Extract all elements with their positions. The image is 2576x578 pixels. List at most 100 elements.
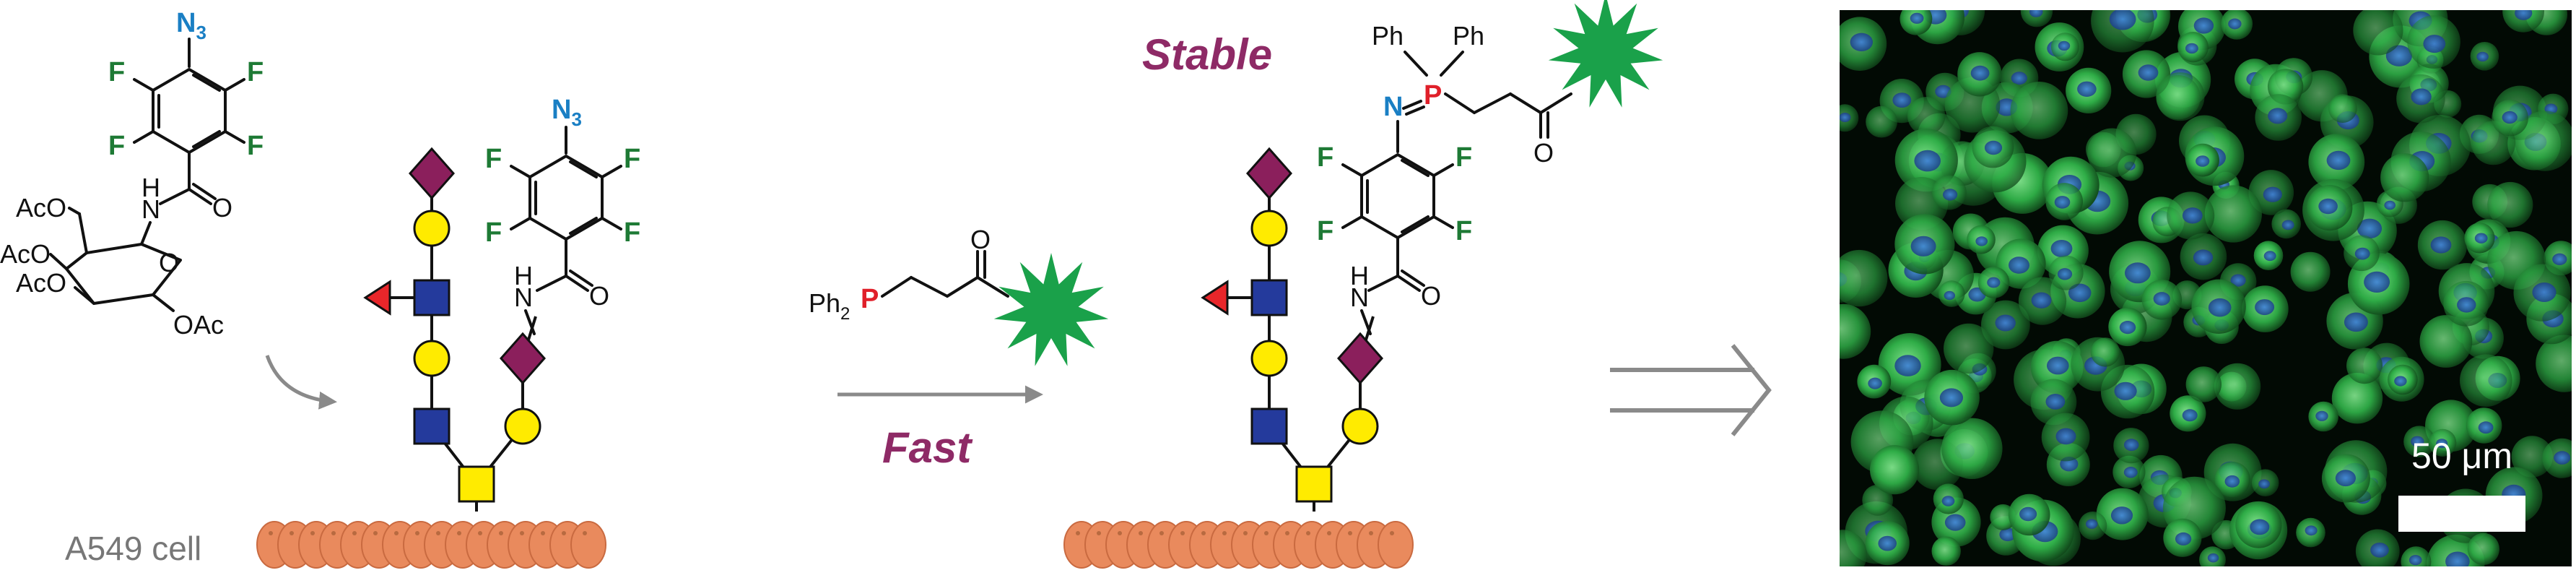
product-aryl-ring bbox=[1360, 153, 1435, 239]
cell-nucleus bbox=[2125, 262, 2151, 284]
precursor-ring-o: O bbox=[159, 248, 179, 277]
scale-bar-label: 50 μm bbox=[2411, 436, 2512, 476]
cell-nucleus bbox=[2326, 150, 2351, 171]
stained-cell bbox=[1840, 303, 1871, 359]
cell-nucleus bbox=[2207, 553, 2219, 563]
stained-cell bbox=[2331, 373, 2383, 424]
membrane-bead-dot bbox=[562, 531, 566, 535]
membrane-bead-dot bbox=[1180, 531, 1185, 535]
cell-nucleus bbox=[2384, 200, 2396, 210]
cell-nucleus bbox=[2185, 43, 2198, 54]
precursor-amide-n: N bbox=[142, 194, 160, 224]
cell-nucleus bbox=[1939, 388, 1963, 407]
glycan-circle bbox=[1250, 210, 1288, 247]
precursor-acetoxy: OAc bbox=[173, 310, 224, 340]
membrane-bead-dot bbox=[1159, 531, 1164, 535]
cell-nucleus bbox=[2305, 525, 2318, 536]
aryl-fluorine: F bbox=[624, 144, 640, 174]
cell-nucleus bbox=[2423, 35, 2446, 53]
stained-cell bbox=[2204, 185, 2262, 243]
precursor-fluorine: F bbox=[247, 131, 264, 161]
glycan-left-aryl-azide: N3 F F F F O H N bbox=[485, 95, 640, 335]
precursor-amide-h: H bbox=[142, 173, 160, 202]
cell-nucleus bbox=[2050, 240, 2073, 257]
cell-nucleus bbox=[2230, 274, 2246, 287]
stained-cell bbox=[2346, 348, 2383, 384]
cell-nucleus bbox=[1894, 355, 1921, 376]
cell-nucleus bbox=[2411, 436, 2424, 447]
cell-nucleus bbox=[2011, 72, 2027, 85]
membrane-bead-dot bbox=[1118, 531, 1122, 535]
stained-cell bbox=[2487, 181, 2533, 228]
aryl-amide-h: H bbox=[514, 261, 533, 290]
cell-nucleus bbox=[1878, 535, 1897, 551]
membrane-bead-dot bbox=[457, 531, 461, 535]
cell-nucleus bbox=[1999, 527, 2016, 542]
glycan-tree-left bbox=[363, 147, 547, 512]
product-ketone-o: O bbox=[1533, 138, 1554, 168]
cell-nucleus bbox=[2258, 479, 2271, 489]
cell-nucleus bbox=[2370, 543, 2389, 558]
membrane-bead-dot bbox=[1201, 531, 1206, 535]
membrane-bead-dot bbox=[1285, 531, 1289, 535]
membrane-bead-dot bbox=[1076, 531, 1080, 535]
cell-nucleus bbox=[1850, 33, 1873, 51]
cell-nucleus bbox=[2430, 236, 2452, 254]
membrane-bead-dot bbox=[1243, 531, 1248, 535]
product-amide-h: H bbox=[1350, 261, 1369, 290]
precursor-acetoxy: AcO bbox=[0, 239, 51, 269]
cell-membrane-right bbox=[1063, 521, 1414, 569]
cell-nucleus bbox=[2109, 10, 2136, 30]
product-fluorine: F bbox=[1317, 142, 1333, 173]
cell-nucleus bbox=[2228, 18, 2242, 30]
cell-nucleus bbox=[2114, 381, 2137, 400]
membrane-bead-dot bbox=[310, 531, 315, 535]
precursor-carbonyl-o: O bbox=[212, 193, 232, 223]
glycan-diamond-modified bbox=[499, 332, 547, 385]
product-amide-n: N bbox=[1350, 282, 1369, 312]
glycan-square-blue bbox=[413, 407, 451, 445]
aryl-amide-n: N bbox=[514, 282, 533, 312]
cell-nucleus bbox=[2031, 292, 2052, 309]
cell-nucleus bbox=[2086, 519, 2098, 529]
glycan-square-blue bbox=[1250, 279, 1288, 316]
stained-cell bbox=[2380, 153, 2429, 202]
cell-nucleus bbox=[2335, 470, 2356, 487]
membrane-bead-dot bbox=[499, 531, 503, 535]
cell-nucleus bbox=[2110, 506, 2133, 525]
cell-nucleus bbox=[2193, 17, 2214, 34]
product-imine-n: N bbox=[1383, 92, 1403, 122]
cell-nucleus bbox=[2445, 551, 2470, 566]
stained-cell bbox=[2328, 94, 2357, 123]
membrane-bead-dot bbox=[415, 531, 419, 535]
precursor-acetoxy: AcO bbox=[16, 193, 66, 223]
stained-cell bbox=[2502, 10, 2544, 33]
cell-nucleus bbox=[1987, 277, 2001, 288]
cell-nucleus bbox=[2019, 506, 2037, 522]
cell-nucleus bbox=[2394, 376, 2407, 387]
cell-nucleus bbox=[1910, 12, 1924, 24]
cell-nucleus bbox=[2250, 519, 2270, 535]
cell-nucleus bbox=[2138, 64, 2159, 81]
cell-nucleus bbox=[1970, 65, 1990, 81]
membrane-bead-dot bbox=[541, 531, 545, 535]
cell-nucleus bbox=[2009, 256, 2029, 274]
cell-nucleus bbox=[2502, 111, 2518, 124]
stained-cell bbox=[2087, 128, 2137, 178]
stained-cell bbox=[1907, 97, 1946, 135]
membrane-bead-dot bbox=[1139, 531, 1143, 535]
stained-cell bbox=[2020, 10, 2053, 27]
cell-nucleus bbox=[2068, 283, 2092, 303]
stained-cell bbox=[1870, 445, 1920, 495]
cell-nucleus bbox=[2055, 428, 2076, 445]
precursor-fluorine: F bbox=[108, 57, 125, 87]
membrane-bead-dot bbox=[1369, 531, 1373, 535]
incorporation-arrow bbox=[265, 355, 337, 410]
product-phenyl: Ph bbox=[1372, 21, 1404, 51]
cell-nucleus bbox=[2263, 251, 2276, 262]
stained-cell bbox=[2156, 72, 2205, 121]
precursor-molecule: N3 F F F F O H N O AcO AcO AcO OAc bbox=[0, 8, 264, 340]
cell-nucleus bbox=[2478, 421, 2494, 434]
membrane-bead bbox=[570, 521, 606, 569]
cell-nucleus bbox=[2364, 271, 2390, 293]
